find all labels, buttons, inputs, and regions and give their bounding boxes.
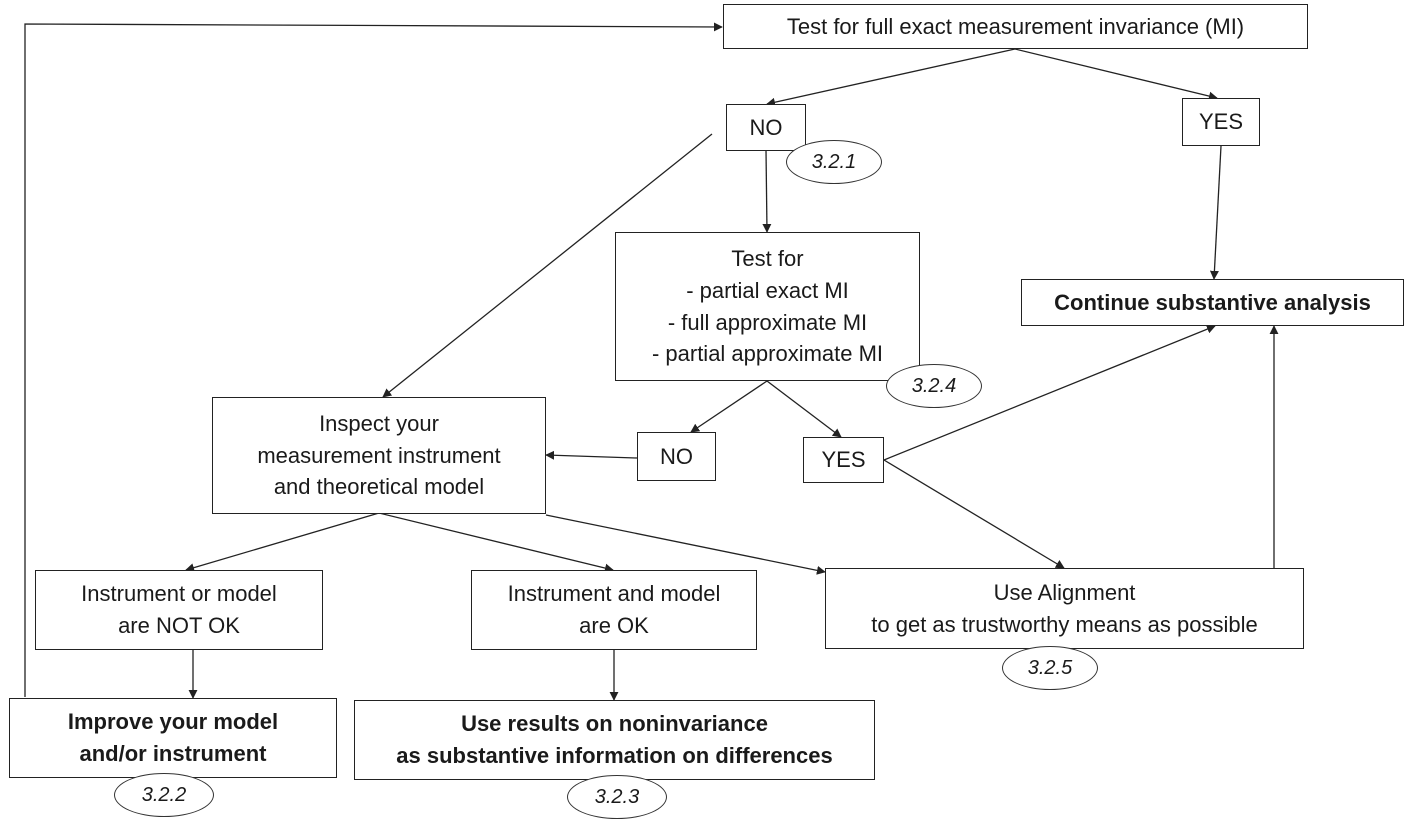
- node-improve-label: Improve your model and/or instrument: [67, 709, 279, 766]
- section-tag-3-2-4: 3.2.4: [886, 364, 982, 408]
- arrow-yes-to-alignment: [883, 459, 1065, 569]
- node-no-top: NO: [726, 104, 806, 151]
- node-alignment-label: Use Alignment to get as trustworthy mean…: [871, 579, 1258, 637]
- arrow-partial-to-no: [690, 380, 768, 433]
- arrow-improve-loop-to-test: [24, 22, 723, 697]
- arrow-test-to-no: [766, 48, 1016, 107]
- arrow-no-to-inspect: [382, 133, 713, 398]
- node-yes-top-label: YES: [1198, 109, 1244, 135]
- node-ok: Instrument and model are OK: [471, 570, 757, 650]
- node-use-results: Use results on noninvariance as substant…: [354, 700, 875, 780]
- node-use-results-label: Use results on noninvariance as substant…: [396, 711, 833, 768]
- section-tag-3-2-3: 3.2.3: [567, 775, 667, 819]
- node-not-ok-label: Instrument or model are NOT OK: [81, 581, 277, 638]
- arrow-no-to-inspect-mid: [545, 450, 638, 460]
- arrow-inspect-to-alignment: [545, 514, 826, 575]
- node-alignment: Use Alignment to get as trustworthy mean…: [825, 568, 1304, 649]
- node-yes-mid-label: YES: [821, 447, 866, 473]
- node-inspect-label: Inspect your measurement instrument and …: [257, 410, 501, 500]
- node-not-ok: Instrument or model are NOT OK: [35, 570, 323, 650]
- node-ok-label: Instrument and model are OK: [507, 581, 721, 638]
- node-no-mid: NO: [637, 432, 716, 481]
- node-continue-analysis-label: Continue substantive analysis: [1054, 289, 1371, 315]
- arrow-yes-to-continue: [1209, 145, 1222, 280]
- node-no-mid-label: NO: [660, 443, 693, 469]
- arrow-yes-to-continue-mid: [883, 324, 1216, 461]
- section-tag-3-2-5: 3.2.5: [1002, 646, 1098, 690]
- arrow-inspect-to-notok: [185, 512, 380, 573]
- node-inspect: Inspect your measurement instrument and …: [212, 397, 546, 514]
- node-test-full-mi: Test for full exact measurement invarian…: [723, 4, 1308, 49]
- arrow-test-to-yes: [1014, 48, 1218, 101]
- node-test-partial-label: Test for - partial exact MI - full appro…: [651, 245, 884, 367]
- node-test-partial: Test for - partial exact MI - full appro…: [615, 232, 920, 381]
- section-tag-3-2-2: 3.2.2: [114, 773, 214, 817]
- node-test-full-mi-label: Test for full exact measurement invarian…: [786, 13, 1245, 39]
- node-yes-top: YES: [1182, 98, 1260, 146]
- arrow-inspect-to-ok: [378, 512, 614, 573]
- section-tag-3-2-1: 3.2.1: [786, 140, 882, 184]
- arrow-partial-to-yes: [766, 380, 842, 438]
- node-yes-mid: YES: [803, 437, 884, 483]
- node-no-top-label: NO: [749, 114, 783, 140]
- arrow-no-to-partial: [762, 149, 772, 233]
- node-improve: Improve your model and/or instrument: [9, 698, 337, 778]
- node-continue-analysis: Continue substantive analysis: [1021, 279, 1404, 326]
